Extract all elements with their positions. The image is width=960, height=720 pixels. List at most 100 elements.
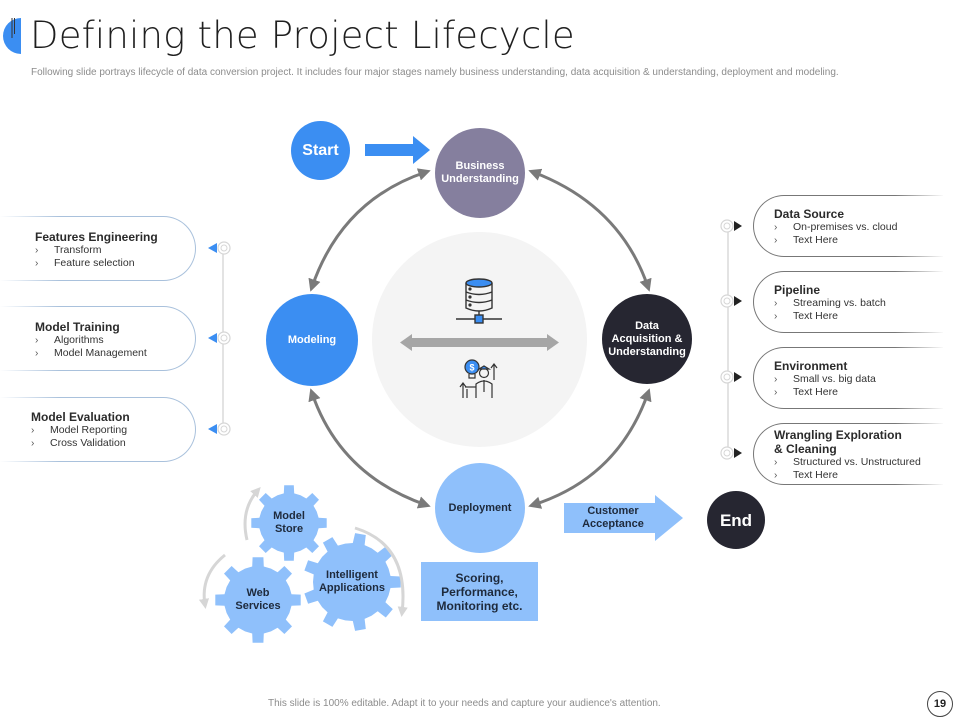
triangle-left-icon xyxy=(208,243,217,253)
gear-label-model-store: Model Store xyxy=(259,510,319,536)
card-item-text: Structured vs. Unstructured xyxy=(793,456,921,468)
scoring-box: Scoring, Performance, Monitoring etc. xyxy=(421,562,538,621)
chevron-right-icon: › xyxy=(774,222,778,233)
right-card-environment[interactable]: Environment ›Small vs. big data ›Text He… xyxy=(753,346,945,414)
gear-label-intelligent-applications: Intelligent Applications xyxy=(310,569,394,595)
triangle-right-icon xyxy=(734,296,742,306)
page-number: 19 xyxy=(927,691,953,717)
card-item: › Text Here xyxy=(774,310,886,323)
timeline-node-icon xyxy=(720,370,734,384)
card-title: Wrangling Exploration xyxy=(774,428,902,442)
card-item: › Feature selection xyxy=(35,257,158,270)
gear-label-line: Intelligent xyxy=(326,569,378,581)
gear-label-line: Model xyxy=(273,510,305,522)
customer-acceptance-arrow xyxy=(564,495,683,541)
timeline-node-inner-icon xyxy=(220,334,228,342)
chevron-right-icon: › xyxy=(35,245,39,256)
card-title: & Cleaning xyxy=(774,442,837,456)
card-title: Model Evaluation xyxy=(31,410,130,424)
left-card-model-training[interactable]: Model Training › Algorithms ›Model Manage… xyxy=(0,305,196,375)
start-arrow xyxy=(365,136,430,164)
card-item: › Structured vs. Unstructured xyxy=(774,456,921,469)
stage-label: Deployment xyxy=(448,501,512,514)
card-item-text: Text Here xyxy=(793,234,838,246)
timeline-node-icon xyxy=(217,241,231,255)
card-item: › On-premises vs. cloud xyxy=(774,221,897,234)
gear-web-services-icon xyxy=(215,557,301,643)
stage-business-understanding[interactable]: Business Understanding xyxy=(435,128,525,218)
card-item: ›Small vs. big data xyxy=(774,373,876,386)
timeline-node-icon xyxy=(720,219,734,233)
right-card-wrangling[interactable]: Wrangling Exploration & Cleaning › Struct… xyxy=(753,422,945,490)
idea-person-growth-icon: $ xyxy=(459,359,498,398)
timeline-node-icon xyxy=(720,294,734,308)
gear-label-line: Services xyxy=(235,600,281,612)
stage-modeling[interactable]: Modeling xyxy=(266,294,358,386)
left-card-model-evaluation[interactable]: Model Evaluation ›Model Reporting ›Cross… xyxy=(0,396,196,466)
card-item-text: Model Management xyxy=(54,347,147,359)
chevron-right-icon: › xyxy=(35,258,39,269)
left-timeline xyxy=(208,241,231,436)
card-item-text: On-premises vs. cloud xyxy=(793,221,898,233)
timeline-node-inner-icon xyxy=(723,449,731,457)
card-item-text: Feature selection xyxy=(54,257,135,269)
card-item-text: Text Here xyxy=(793,386,838,398)
start-node[interactable]: Start xyxy=(291,121,350,180)
customer-acceptance-line: Acceptance xyxy=(582,518,644,530)
card-item: ›Model Management xyxy=(35,347,147,360)
arrow-business-modeling xyxy=(308,168,431,292)
right-timeline xyxy=(720,219,742,460)
gears-group xyxy=(215,485,401,643)
timeline-node-icon xyxy=(720,446,734,460)
card-item: ›Text Here xyxy=(774,234,897,247)
card-item: ›Streaming vs. batch xyxy=(774,297,886,310)
gear-label-web-services: Web Services xyxy=(226,587,290,613)
timeline-node-inner-icon xyxy=(723,297,731,305)
card-item-text: Text Here xyxy=(793,310,838,322)
customer-acceptance-line: Customer xyxy=(587,505,639,517)
end-node[interactable]: End xyxy=(707,491,765,549)
chevron-right-icon: › xyxy=(774,457,778,468)
stage-deployment[interactable]: Deployment xyxy=(435,463,525,553)
triangle-left-icon xyxy=(208,424,217,434)
chevron-right-icon: › xyxy=(774,311,778,322)
chevron-right-icon: › xyxy=(35,335,39,346)
stage-label: Understanding xyxy=(441,173,519,185)
stage-label: Business xyxy=(455,160,505,172)
scoring-line: Monitoring etc. xyxy=(436,598,523,613)
chevron-right-icon: › xyxy=(774,374,778,385)
arrow-modeling-deployment xyxy=(308,388,431,509)
triangle-right-icon xyxy=(734,221,742,231)
card-item: ›Cross Validation xyxy=(31,437,130,450)
card-title: Model Training xyxy=(35,320,120,334)
gear-arc-model-store xyxy=(243,486,261,541)
title-accent-icon xyxy=(3,18,21,54)
start-label: Start xyxy=(302,142,339,159)
arrow-business-dataacq xyxy=(528,168,652,292)
timeline-node-icon xyxy=(217,331,231,345)
stage-label: Data xyxy=(635,319,659,332)
card-item-text: Algorithms xyxy=(54,334,104,346)
gear-model-store-icon xyxy=(251,485,327,561)
card-item-text: Cross Validation xyxy=(50,437,126,449)
right-card-data-source[interactable]: Data Source ›On-premises vs. cloud ›Text… xyxy=(753,194,945,262)
left-card-features-engineering[interactable]: Features Engineering › Transform › Feature… xyxy=(0,215,196,285)
end-label: End xyxy=(719,510,753,530)
triangle-left-icon xyxy=(208,333,217,343)
database-network-icon xyxy=(456,278,502,324)
card-title: Features Engineering xyxy=(35,230,158,244)
gear-intelligent-applications-icon xyxy=(304,533,401,631)
right-card-pipeline[interactable]: Pipeline ›Streaming vs. batch ›Text Here xyxy=(753,270,945,338)
customer-acceptance-label: Customer Acceptance xyxy=(565,505,661,531)
stage-data-acquisition[interactable]: Data Acquisition & Understanding xyxy=(602,294,692,384)
stage-label: Understanding xyxy=(608,345,686,358)
scoring-line: Scoring, xyxy=(455,570,504,585)
card-item: › Algorithms xyxy=(35,334,147,347)
card-item-text: Model Reporting xyxy=(50,424,128,436)
page-title: Defining the Project Lifecycle xyxy=(30,14,575,57)
card-item-text: Transform xyxy=(54,244,102,256)
page-subtitle: Following slide portrays lifecycle of da… xyxy=(31,67,839,78)
timeline-node-inner-icon xyxy=(723,373,731,381)
triangle-right-icon xyxy=(734,448,742,458)
